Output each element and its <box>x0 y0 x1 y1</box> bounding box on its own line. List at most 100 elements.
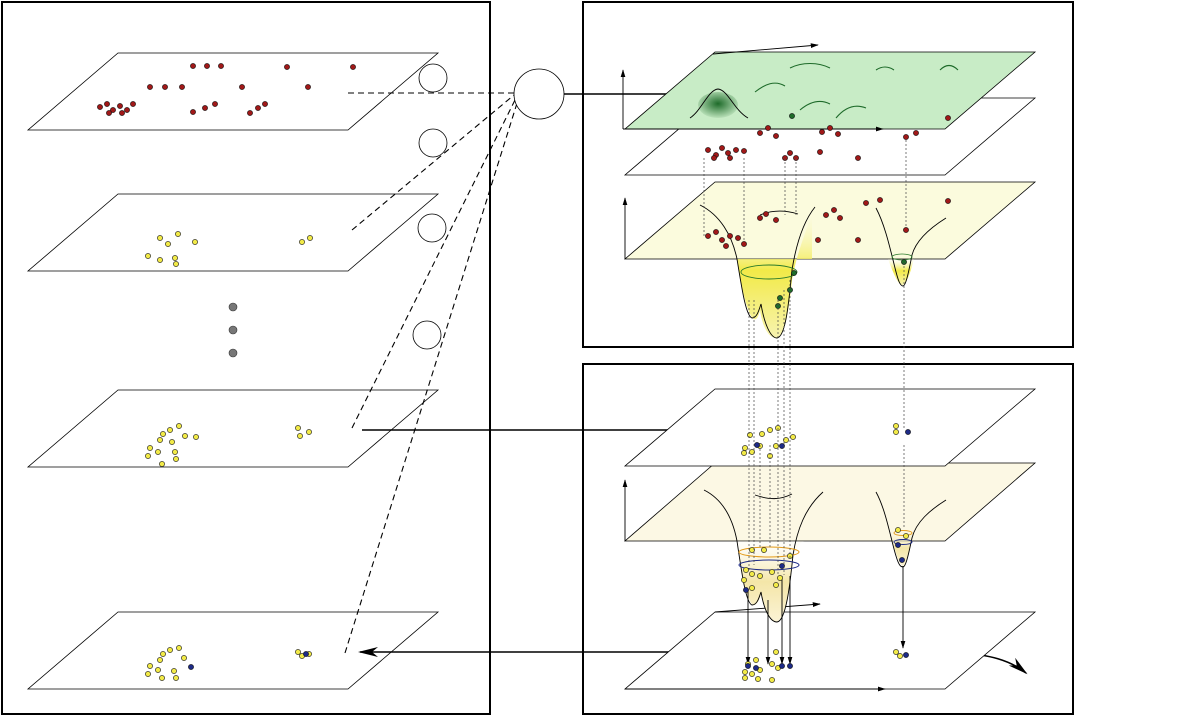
lower-ring-blue <box>738 559 800 571</box>
points-plane-bottom <box>623 611 1037 690</box>
lower-well-fill-right <box>890 530 914 566</box>
main-arrows <box>358 89 1028 675</box>
red-point <box>305 84 311 90</box>
left-panel-frame <box>1 1 491 715</box>
yellow-point <box>773 443 779 449</box>
yellow-point <box>176 423 182 429</box>
red-point <box>727 233 733 239</box>
lower-ring-orange <box>738 546 800 558</box>
yellow-point <box>147 445 153 451</box>
projection-lines <box>703 140 907 575</box>
yellow-point <box>749 571 755 577</box>
ellipsis-dot-1 <box>228 302 238 312</box>
right-top-panel <box>582 1 1074 348</box>
yellow-point <box>743 567 749 573</box>
green-point <box>777 295 783 301</box>
red-point <box>765 125 771 131</box>
yellow-point <box>769 677 775 683</box>
right-bottom-panel-frame <box>582 363 1074 715</box>
red-point <box>110 107 116 113</box>
yellow-point <box>893 423 899 429</box>
yellow-point <box>749 547 755 553</box>
blue-point <box>895 542 901 548</box>
yellow-point <box>147 663 153 669</box>
yellow-point <box>145 253 151 259</box>
yellow-point <box>767 427 773 433</box>
yellow-point <box>173 456 179 462</box>
red-point <box>262 101 268 107</box>
yellow-point <box>297 433 303 439</box>
blue-point <box>745 663 751 669</box>
right-top-panel-frame <box>582 1 1074 348</box>
yellow-point <box>759 431 765 437</box>
yellow-point <box>157 657 163 663</box>
yellow-point <box>192 239 198 245</box>
red-point <box>104 101 110 107</box>
left-points <box>97 63 356 681</box>
blue-point <box>779 563 785 569</box>
red-point <box>863 200 869 206</box>
yellow-point <box>790 434 796 440</box>
density-bump-6 <box>939 64 959 71</box>
red-point <box>711 155 717 161</box>
red-point <box>97 104 103 110</box>
red-point <box>773 217 779 223</box>
well-fill-left <box>737 215 812 338</box>
red-point <box>190 63 196 69</box>
red-point <box>823 212 829 218</box>
yellow-point <box>145 671 151 677</box>
yellow-point <box>306 429 312 435</box>
energy-well-left <box>699 204 816 339</box>
red-point <box>913 130 919 136</box>
yellow-point <box>757 573 763 579</box>
yellow-point <box>145 453 151 459</box>
yellow-point <box>749 671 755 677</box>
lower-ring-orange-right <box>893 530 913 536</box>
lower-ring-blue-right <box>893 539 913 545</box>
yellow-point <box>742 669 748 675</box>
blue-point <box>754 442 760 448</box>
dashed-connector-3 <box>351 97 517 429</box>
red-point <box>119 110 125 116</box>
dashed-connector-4 <box>344 99 519 654</box>
red-point <box>945 115 951 121</box>
red-point <box>727 155 733 161</box>
yellow-point <box>749 585 755 591</box>
red-point <box>719 145 725 151</box>
yellow-point <box>160 431 166 437</box>
yellow-point <box>160 651 166 657</box>
side-circle-4 <box>412 320 442 350</box>
yellow-point <box>903 533 909 539</box>
yellow-point <box>155 667 161 673</box>
hub <box>344 68 565 654</box>
yellow-point <box>777 575 783 581</box>
yellow-point <box>181 655 187 661</box>
red-point <box>247 110 253 116</box>
hub-circle-node <box>513 68 565 120</box>
density-bump-3 <box>799 100 831 111</box>
red-point <box>705 147 711 153</box>
yellow-point <box>897 653 903 659</box>
red-point <box>190 109 196 115</box>
well-rim-curve <box>759 210 799 216</box>
red-point <box>741 148 747 154</box>
side-circles <box>412 63 448 350</box>
red-point <box>204 63 210 69</box>
side-circle-3 <box>417 213 447 243</box>
red-point <box>815 237 821 243</box>
yellow-point <box>175 231 181 237</box>
density-bump-5 <box>875 66 895 71</box>
red-point <box>763 211 769 217</box>
yellow-point <box>165 241 171 247</box>
red-point <box>713 229 719 235</box>
red-point <box>735 235 741 241</box>
side-circle-2 <box>418 128 448 158</box>
red-point <box>741 241 747 247</box>
yellow-point <box>755 676 761 682</box>
red-point <box>723 243 729 249</box>
red-point <box>945 198 951 204</box>
blue-point <box>903 652 909 658</box>
density-bump-4 <box>835 105 867 119</box>
right-top-points <box>705 113 951 309</box>
